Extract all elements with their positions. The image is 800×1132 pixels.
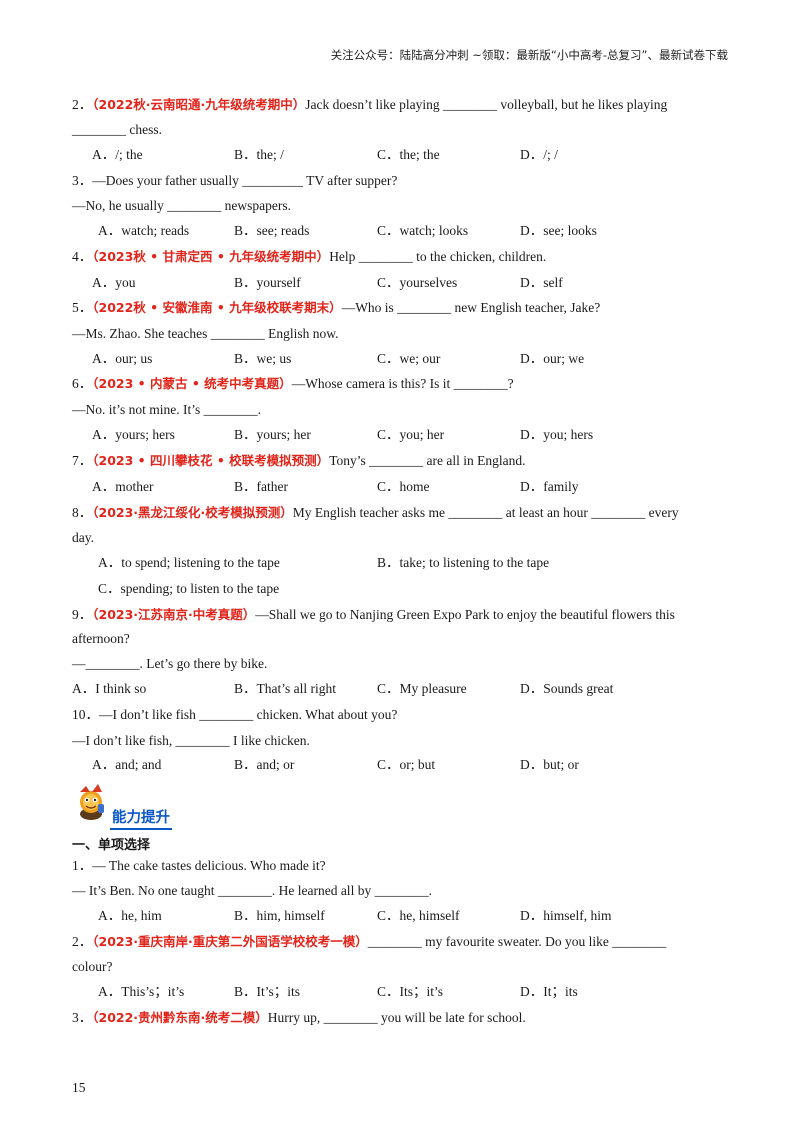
question-text: Help ________ to the chicken, children. — [329, 249, 547, 264]
option-c: C．we; our — [377, 351, 441, 366]
option-a: A．This’s；it’s — [98, 984, 185, 999]
option-d: D．see; looks — [520, 223, 597, 238]
question-source: （2023·重庆南岸·重庆第二外国语学校校考一模） — [92, 934, 368, 949]
question-source: （2023 • 内蒙古 • 统考中考真题） — [92, 376, 292, 391]
option-c: C．My pleasure — [377, 681, 467, 696]
question-number: 2． — [72, 934, 93, 949]
question-number: 6． — [72, 376, 93, 391]
option-c: C．you; her — [377, 427, 445, 442]
question-3-line-2: —No, he usually ________ newspapers. — [72, 198, 291, 213]
option-a: A．you — [92, 275, 136, 290]
option-c: C．home — [377, 479, 430, 494]
question-number: 3． — [72, 1010, 93, 1025]
question-2-line-2: ________ chess. — [72, 122, 162, 137]
option-b: B．yourself — [234, 275, 301, 290]
question-text: Hurry up, ________ you will be late for … — [267, 1010, 526, 1025]
single-choice-2-line-1: 2．（2023·重庆南岸·重庆第二外国语学校校考一模）________ my f… — [72, 934, 666, 950]
option-c: C．the; the — [377, 147, 440, 162]
option-c: C．spending; to listen to the tape — [98, 581, 280, 596]
mascot-icon — [80, 784, 104, 820]
question-text: ________ my favourite sweater. Do you li… — [367, 934, 667, 949]
option-b: B．and; or — [234, 757, 295, 772]
question-2-line-1: 2．（2022秋·云南昭通·九年级统考期中）Jack doesn’t like … — [72, 97, 667, 113]
option-b: B．him, himself — [234, 908, 325, 923]
option-a: A．watch; reads — [98, 223, 190, 238]
option-b: B．It’s；its — [234, 984, 301, 999]
question-number: 9． — [72, 607, 93, 622]
option-d: D．our; we — [520, 351, 585, 366]
option-c: C．yourselves — [377, 275, 458, 290]
single-choice-1-line-2: — It’s Ben. No one taught ________. He l… — [72, 883, 432, 898]
question-3-line-1: 3．—Does your father usually _________ TV… — [72, 173, 398, 188]
question-number: 7． — [72, 453, 93, 468]
option-d: D．Sounds great — [520, 681, 614, 696]
single-choice-1-line-1: 1．— The cake tastes delicious. Who made … — [72, 858, 326, 873]
question-text: —Who is ________ new English teacher, Ja… — [341, 300, 601, 315]
question-source: （2023秋 • 甘肃定西 • 九年级统考期中） — [92, 249, 330, 264]
question-number: 8． — [72, 505, 93, 520]
option-c: C．he, himself — [377, 908, 460, 923]
question-10-line-1: 10．—I don’t like fish ________ chicken. … — [72, 707, 398, 722]
question-9-line-1: 9．（2023·江苏南京·中考真题）—Shall we go to Nanjin… — [72, 607, 675, 623]
question-source: （2022秋·云南昭通·九年级统考期中） — [92, 97, 306, 112]
question-source: （2022·贵州黔东南·统考二模） — [92, 1010, 268, 1025]
question-number: 5． — [72, 300, 93, 315]
option-d: D．family — [520, 479, 579, 494]
option-c: C．watch; looks — [377, 223, 469, 238]
question-text: —Shall we go to Nanjing Green Expo Park … — [255, 607, 675, 622]
question-source: （2023 • 四川攀枝花 • 校联考模拟预测） — [92, 453, 330, 468]
option-a: A．mother — [92, 479, 154, 494]
question-6-line-2: —No. it’s not mine. It’s ________. — [72, 402, 261, 417]
page-header: 关注公众号：陆陆高分冲刺 ~领取：最新版“小中高考-总复习”、最新试卷下载 — [330, 48, 728, 62]
section-title: 能力提升 — [110, 806, 172, 830]
option-c: C．or; but — [377, 757, 436, 772]
question-6-line-1: 6．（2023 • 内蒙古 • 统考中考真题）—Whose camera is … — [72, 376, 514, 392]
option-b: B．That’s all right — [234, 681, 336, 696]
option-d: D．It；its — [520, 984, 578, 999]
single-choice-2-line-2: colour? — [72, 959, 113, 974]
question-number: 4． — [72, 249, 93, 264]
page-number: 15 — [72, 1080, 86, 1095]
option-b: B．we; us — [234, 351, 292, 366]
question-text: —Whose camera is this? Is it ________? — [291, 376, 514, 391]
single-choice-3-line-1: 3．（2022·贵州黔东南·统考二模）Hurry up, ________ yo… — [72, 1010, 526, 1026]
option-b: B．father — [234, 479, 288, 494]
option-b: B．take; to listening to the tape — [377, 555, 550, 570]
question-number: 2． — [72, 97, 93, 112]
option-d: D．/; / — [520, 147, 558, 162]
question-text: Jack doesn’t like playing ________ volle… — [305, 97, 668, 112]
option-d: D．but; or — [520, 757, 579, 772]
question-source: （2022秋 • 安徽淮南 • 九年级校联考期末） — [92, 300, 342, 315]
question-source: （2023·黑龙江绥化·校考模拟预测） — [92, 505, 293, 520]
question-source: （2023·江苏南京·中考真题） — [92, 607, 256, 622]
option-d: D．himself, him — [520, 908, 612, 923]
option-b: B．yours; her — [234, 427, 311, 442]
question-text: My English teacher asks me ________ at l… — [292, 505, 679, 520]
option-a: A．I think so — [72, 681, 147, 696]
option-c: C．Its；it’s — [377, 984, 444, 999]
option-a: A．our; us — [92, 351, 153, 366]
question-5-line-2: —Ms. Zhao. She teaches ________ English … — [72, 326, 339, 341]
question-5-line-1: 5．（2022秋 • 安徽淮南 • 九年级校联考期末）—Who is _____… — [72, 300, 600, 316]
question-8-line-2: day. — [72, 530, 94, 545]
question-text: Tony’s ________ are all in England. — [329, 453, 526, 468]
option-b: B．the; / — [234, 147, 284, 162]
option-d: D．self — [520, 275, 563, 290]
option-a: A．he, him — [98, 908, 162, 923]
question-10-line-2: —I don’t like fish, ________ I like chic… — [72, 733, 310, 748]
option-d: D．you; hers — [520, 427, 594, 442]
option-a: A．/; the — [92, 147, 143, 162]
option-a: A．to spend; listening to the tape — [98, 555, 280, 570]
question-4-line-1: 4．（2023秋 • 甘肃定西 • 九年级统考期中）Help ________ … — [72, 249, 546, 265]
question-9-line-3: —________. Let’s go there by bike. — [72, 656, 268, 671]
question-7-line-1: 7．（2023 • 四川攀枝花 • 校联考模拟预测）Tony’s _______… — [72, 453, 525, 469]
option-b: B．see; reads — [234, 223, 310, 238]
option-a: A．yours; hers — [92, 427, 175, 442]
section-subtitle: 一、单项选择 — [72, 838, 151, 853]
question-8-line-1: 8．（2023·黑龙江绥化·校考模拟预测）My English teacher … — [72, 505, 679, 521]
question-9-line-2: afternoon? — [72, 631, 130, 646]
option-a: A．and; and — [92, 757, 162, 772]
